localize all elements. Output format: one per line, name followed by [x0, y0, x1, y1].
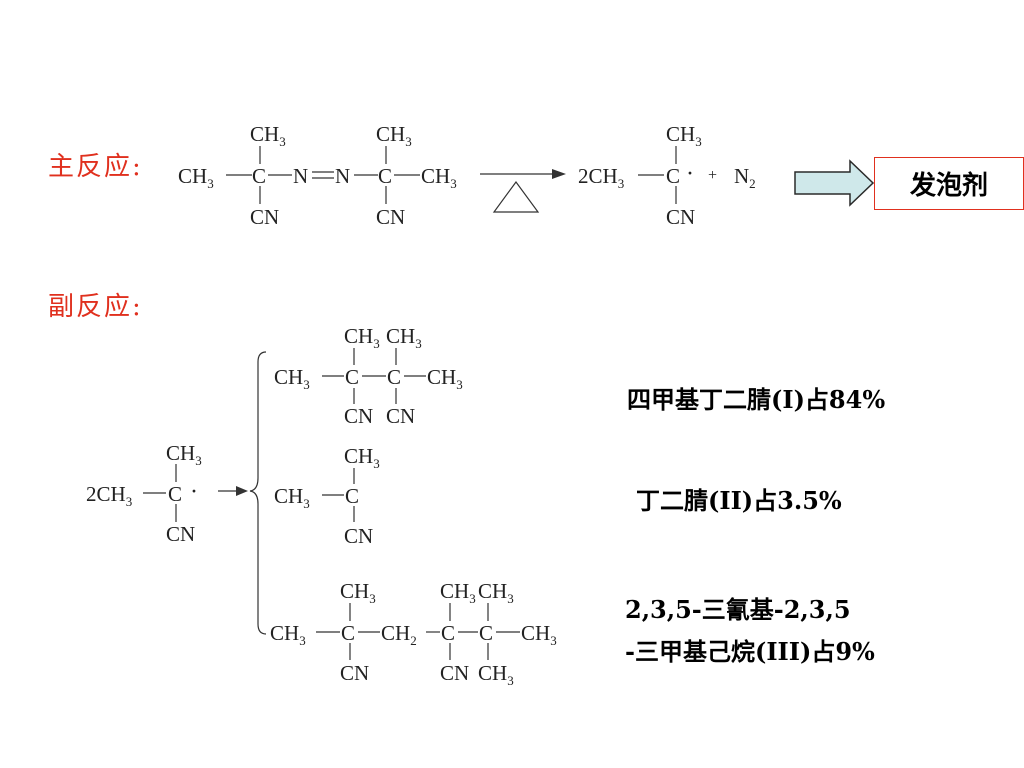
svg-text:N2: N2	[734, 164, 756, 191]
svg-text:CH3: CH3	[166, 441, 202, 468]
note-hexane-line1: 2,3,5-三氰基-2,3,5	[625, 595, 851, 624]
svg-text:CH3: CH3	[376, 122, 412, 149]
svg-text:CN: CN	[344, 404, 373, 428]
svg-text:CH3: CH3	[440, 579, 476, 606]
svg-text:CN: CN	[666, 205, 695, 229]
svg-text:CH3: CH3	[270, 621, 306, 648]
svg-text:CH3: CH3	[421, 164, 457, 191]
svg-text:CH3: CH3	[344, 444, 380, 471]
block-arrow-icon	[794, 159, 875, 207]
svg-text:CN: CN	[166, 522, 195, 546]
svg-text:CH3: CH3	[478, 661, 514, 688]
svg-text:CH2: CH2	[381, 621, 417, 648]
svg-text:C: C	[378, 164, 392, 188]
product-box: 发泡剂	[874, 157, 1024, 210]
svg-text:CN: CN	[376, 205, 405, 229]
svg-text:C: C	[345, 484, 359, 508]
svg-text:CN: CN	[386, 404, 415, 428]
svg-text:CH3: CH3	[274, 484, 310, 511]
svg-text:C: C	[479, 621, 493, 645]
svg-text:CH3: CH3	[250, 122, 286, 149]
svg-text:2CH3: 2CH3	[86, 482, 132, 509]
svg-text:CN: CN	[340, 661, 369, 685]
svg-text:·: ·	[686, 161, 694, 187]
svg-text:CH3: CH3	[427, 365, 463, 392]
svg-text:+: +	[708, 167, 717, 184]
main-reaction-label: 主反应:	[48, 152, 143, 182]
svg-text:CH3: CH3	[478, 579, 514, 606]
note-hexane-line2: -三甲基己烷(III)占9%	[625, 637, 875, 666]
svg-text:CH3: CH3	[340, 579, 376, 606]
svg-text:2CH3: 2CH3	[578, 164, 624, 191]
svg-text:CH3: CH3	[344, 324, 380, 351]
side-reaction-label: 副反应:	[48, 292, 143, 322]
svg-text:CH3: CH3	[666, 122, 702, 149]
svg-text:CH3: CH3	[274, 365, 310, 392]
svg-text:C: C	[666, 164, 680, 188]
svg-text:CH3: CH3	[178, 164, 214, 191]
svg-text:C: C	[387, 365, 401, 389]
svg-text:CH3: CH3	[521, 621, 557, 648]
svg-text:N: N	[293, 164, 308, 188]
svg-text:N: N	[335, 164, 350, 188]
note-tetramethylsuccinonitrile: 四甲基丁二腈(I)占84%	[627, 385, 886, 414]
note-succinonitrile: 丁二腈(II)占3.5%	[636, 486, 842, 515]
svg-text:C: C	[345, 365, 359, 389]
svg-text:·: ·	[190, 479, 198, 505]
svg-text:CH3: CH3	[386, 324, 422, 351]
svg-text:CN: CN	[250, 205, 279, 229]
svg-text:CN: CN	[440, 661, 469, 685]
svg-text:C: C	[341, 621, 355, 645]
svg-text:CN: CN	[344, 524, 373, 548]
svg-text:C: C	[441, 621, 455, 645]
svg-text:C: C	[252, 164, 266, 188]
svg-text:C: C	[168, 482, 182, 506]
